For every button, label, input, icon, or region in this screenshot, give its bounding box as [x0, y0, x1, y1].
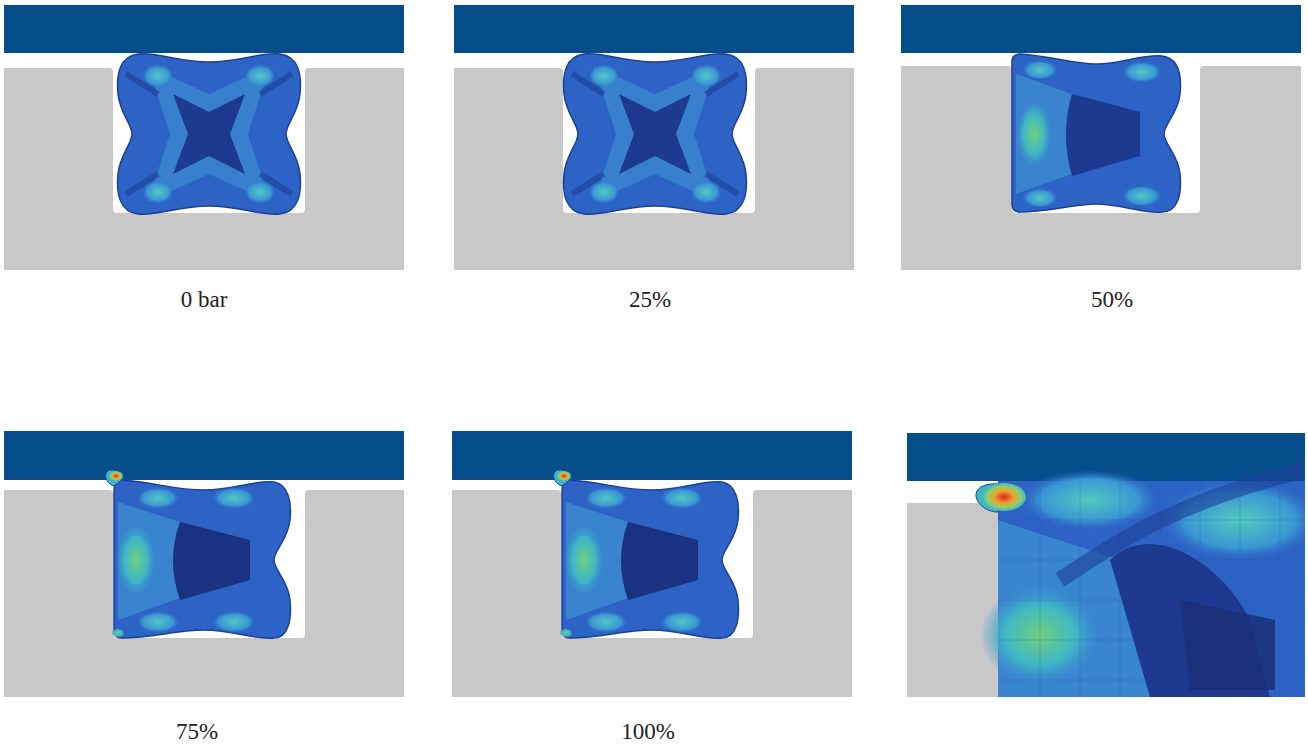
pressure-label: 100%	[621, 720, 675, 743]
panel-zoom-detail	[907, 433, 1308, 697]
panel-75	[4, 431, 404, 697]
panel-25	[454, 5, 854, 270]
pressure-label: 0 bar	[181, 288, 228, 311]
panel-50	[901, 5, 1301, 270]
panel-100	[452, 431, 852, 697]
pressure-label: 50%	[1091, 288, 1133, 311]
panel-0-bar	[4, 5, 404, 270]
pressure-label: 75%	[176, 720, 218, 743]
pressure-label: 25%	[629, 288, 671, 311]
